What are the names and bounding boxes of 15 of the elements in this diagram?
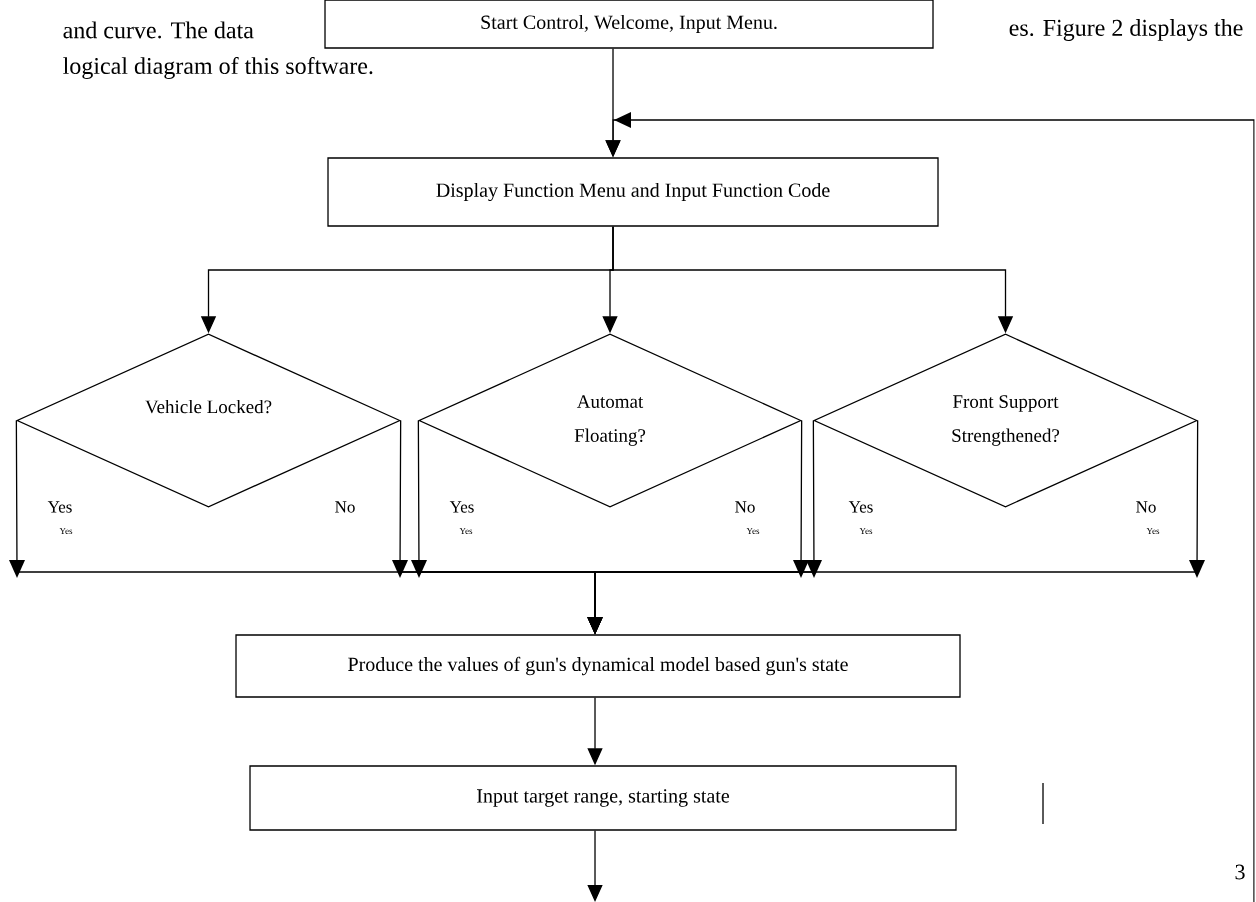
page-number: 3 [1235,864,1245,880]
small-label: Yes [859,528,873,534]
small-label: Yes [459,528,473,534]
small-label: Yes [1146,528,1160,534]
process-box: Input target range, starting state [249,765,957,831]
small-label: Yes [59,528,73,534]
page-text: logical diagram of this software. [63,56,373,80]
arrow [587,830,603,902]
process-box: Start Control, Welcome, Input Menu. [324,0,934,49]
process-box: Display Function Menu and Input Function Code [327,157,939,227]
page-text: es. Figure 2 displays the [1009,19,1243,41]
page-text: and curve. The data [63,21,254,39]
small-label: Yes [746,528,760,534]
arrow [605,112,1255,902]
process-box: Produce the values of gun's dynamical model based gun's state [235,634,961,698]
